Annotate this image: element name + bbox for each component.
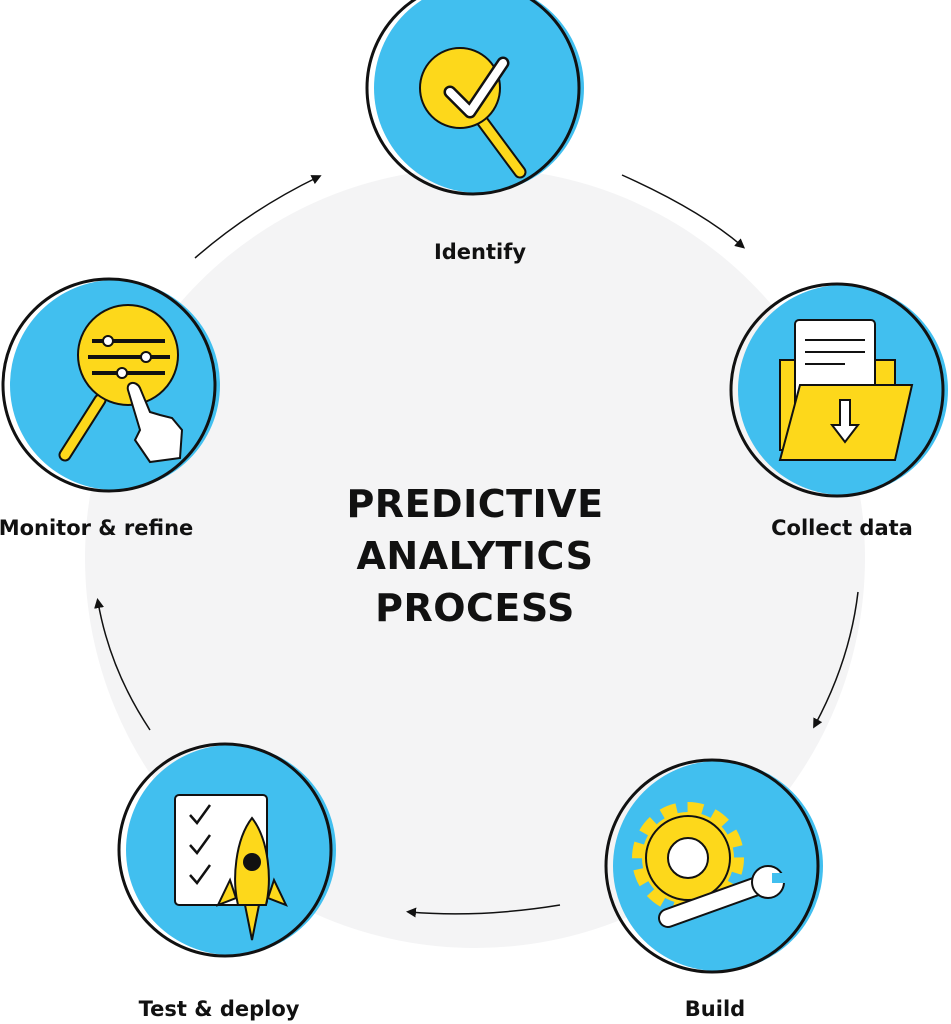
arrow-collect-to-build — [813, 591, 859, 729]
cycle-arrows — [94, 174, 859, 918]
step-label-identify: Identify — [433, 240, 527, 264]
arrow-build-to-test — [406, 904, 561, 918]
arrow-monitor-to-identify — [194, 175, 322, 259]
step-label-monitor-refine: Monitor & refine — [0, 516, 194, 540]
step-label-build: Build — [684, 997, 746, 1021]
step-test-deploy-icon — [117, 742, 336, 958]
title-line: PREDICTIVE — [346, 482, 604, 526]
background-circle — [85, 168, 865, 948]
step-label-collect-data: Collect data — [771, 516, 913, 540]
step-identify-icon — [365, 0, 584, 196]
step-build-icon — [604, 758, 823, 974]
step-collect-data-icon — [729, 282, 948, 498]
arrow-identify-to-collect — [621, 174, 746, 249]
step-monitor-refine-icon — [1, 277, 220, 493]
title-line: PROCESS — [375, 586, 575, 630]
title-line: ANALYTICS — [356, 534, 594, 578]
diagram-title: PREDICTIVE ANALYTICS PROCESS — [346, 478, 603, 634]
arrow-test-to-monitor — [94, 598, 151, 731]
step-label-test-deploy: Test & deploy — [138, 997, 300, 1021]
